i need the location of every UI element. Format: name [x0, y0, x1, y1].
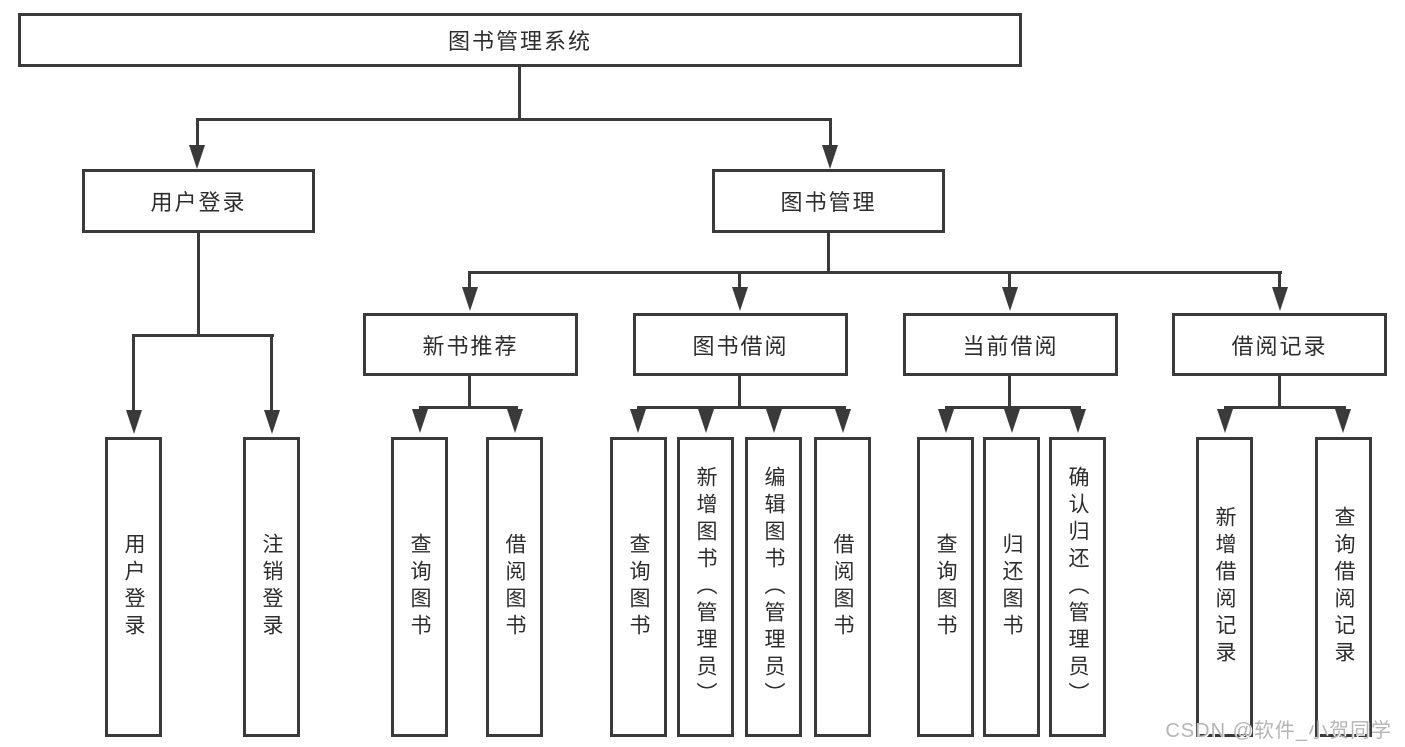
leaf-borrow-book-2-label: 借阅图书	[831, 533, 854, 641]
arrow-down-icon	[1002, 287, 1018, 311]
leaf-logout: 注销登录	[243, 437, 300, 737]
arrow-down-icon	[766, 409, 782, 433]
leaf-confirm-return-admin-label: 确认归还（管理员）	[1066, 465, 1089, 709]
leaf-query-book-3: 查询图书	[917, 437, 974, 737]
connector-drop-leaf-logout	[270, 334, 273, 410]
arrow-down-icon	[264, 410, 280, 434]
connector-drop-book-borrow	[738, 271, 741, 289]
node-borrow-records-label: 借阅记录	[1231, 333, 1328, 359]
connector-borrow-records-stem	[1278, 376, 1281, 408]
leaf-user-login-label: 用户登录	[122, 533, 145, 641]
leaf-borrow-book-1: 借阅图书	[486, 437, 543, 737]
connector-book-mgmt-rail	[468, 271, 1282, 274]
leaf-edit-book-admin-label: 编辑图书（管理员）	[762, 465, 785, 709]
leaf-query-book-1: 查询图书	[391, 437, 448, 737]
leaf-query-book-3-label: 查询图书	[934, 533, 957, 641]
connector-drop-new-book-rec	[468, 271, 471, 289]
connector-drop-book-mgmt	[829, 118, 832, 146]
node-current-borrow-label: 当前借阅	[962, 333, 1059, 359]
node-new-book-recommend-label: 新书推荐	[422, 333, 519, 359]
connector-current-borrow-stem	[1008, 376, 1011, 408]
arrow-down-icon	[1272, 287, 1288, 311]
arrow-down-icon	[1004, 409, 1020, 433]
connector-user-login-stem	[197, 233, 200, 336]
connector-drop-leaf-user-login	[132, 334, 135, 410]
leaf-query-borrow-record: 查询借阅记录	[1315, 437, 1372, 737]
node-user-login: 用户登录	[82, 169, 315, 233]
leaf-query-book-1-label: 查询图书	[408, 533, 431, 641]
connector-book-borrow-rail	[637, 406, 846, 409]
arrow-down-icon	[507, 409, 523, 433]
leaf-return-book: 归还图书	[983, 437, 1040, 737]
arrow-down-icon	[462, 287, 478, 311]
node-borrow-records: 借阅记录	[1172, 313, 1387, 376]
leaf-edit-book-admin: 编辑图书（管理员）	[745, 437, 802, 737]
arrow-down-icon	[1070, 409, 1086, 433]
node-user-login-label: 用户登录	[150, 190, 247, 215]
node-current-borrow: 当前借阅	[903, 313, 1118, 376]
leaf-add-borrow-record-label: 新增借阅记录	[1213, 506, 1236, 668]
arrow-down-icon	[835, 409, 851, 433]
leaf-query-book-2-label: 查询图书	[627, 533, 650, 641]
connector-book-mgmt-stem	[827, 233, 830, 273]
node-book-management: 图书管理	[712, 169, 945, 233]
connector-new-book-rec-rail	[419, 406, 518, 409]
node-root: 图书管理系统	[18, 13, 1022, 67]
arrow-down-icon	[732, 287, 748, 311]
leaf-query-borrow-record-label: 查询借阅记录	[1332, 506, 1355, 668]
arrow-down-icon	[412, 409, 428, 433]
connector-current-borrow-rail	[945, 406, 1081, 409]
leaf-add-borrow-record: 新增借阅记录	[1196, 437, 1253, 737]
arrow-down-icon	[822, 145, 838, 169]
arrow-down-icon	[1335, 409, 1351, 433]
node-root-label: 图书管理系统	[447, 29, 592, 54]
arrow-down-icon	[698, 409, 714, 433]
arrow-down-icon	[189, 145, 205, 169]
connector-borrow-records-rail	[1224, 406, 1346, 409]
connector-new-book-rec-stem	[468, 376, 471, 408]
connector-drop-current-borrow	[1008, 271, 1011, 289]
leaf-borrow-book-2: 借阅图书	[814, 437, 871, 737]
arrow-down-icon	[938, 409, 954, 433]
leaf-add-book-admin-label: 新增图书（管理员）	[694, 465, 717, 709]
leaf-return-book-label: 归还图书	[1000, 533, 1023, 641]
arrow-down-icon	[1217, 409, 1233, 433]
watermark: CSDN @软件_小贺同学	[1165, 720, 1392, 742]
arrow-down-icon	[630, 409, 646, 433]
connector-user-login-rail	[132, 334, 274, 337]
leaf-query-book-2: 查询图书	[610, 437, 667, 737]
connector-drop-user-login	[196, 118, 199, 146]
leaf-add-book-admin: 新增图书（管理员）	[677, 437, 734, 737]
node-book-management-label: 图书管理	[780, 190, 877, 215]
node-book-borrow: 图书借阅	[633, 313, 848, 376]
leaf-logout-label: 注销登录	[260, 533, 283, 641]
node-book-borrow-label: 图书借阅	[692, 333, 789, 359]
leaf-borrow-book-1-label: 借阅图书	[503, 533, 526, 641]
connector-root-rail	[196, 118, 832, 121]
leaf-confirm-return-admin: 确认归还（管理员）	[1049, 437, 1106, 737]
leaf-user-login: 用户登录	[105, 437, 162, 737]
connector-book-borrow-stem	[738, 376, 741, 408]
connector-root-stem	[518, 67, 521, 120]
arrow-down-icon	[126, 410, 142, 434]
node-new-book-recommend: 新书推荐	[363, 313, 578, 376]
connector-drop-borrow-records	[1278, 271, 1281, 289]
